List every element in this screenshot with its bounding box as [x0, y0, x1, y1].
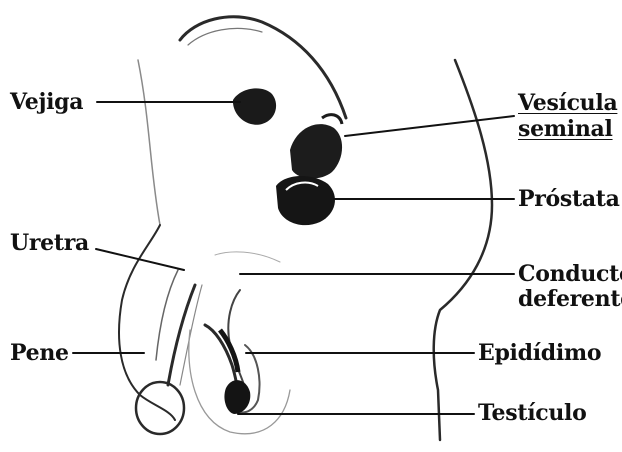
label-vesicula-line1: Vesícula — [518, 92, 617, 114]
label-conducto-line2: deferente — [518, 288, 622, 310]
back-contour — [434, 60, 492, 440]
penis-outline — [119, 225, 175, 420]
urethra-path-2 — [180, 285, 202, 385]
seminal-vesicle-shape — [290, 124, 342, 178]
label-epididimo: Epidídimo — [478, 342, 601, 364]
peritoneum-inner — [188, 28, 262, 45]
label-pene: Pene — [10, 342, 69, 364]
label-conducto-line1: Conducto — [518, 263, 622, 285]
leader-vesicula — [345, 116, 514, 136]
urethra-path — [168, 285, 195, 385]
leader-uretra — [96, 249, 184, 270]
label-vesicula-line2: seminal — [518, 118, 613, 140]
testis-shape — [224, 380, 250, 414]
inner-line — [215, 252, 280, 262]
abdomen-contour — [138, 60, 160, 225]
label-vejiga: Vejiga — [10, 91, 83, 113]
label-testiculo: Testículo — [478, 402, 586, 424]
label-prostata: Próstata — [518, 188, 620, 210]
bladder-shape — [233, 88, 276, 124]
label-uretra: Uretra — [10, 232, 89, 254]
